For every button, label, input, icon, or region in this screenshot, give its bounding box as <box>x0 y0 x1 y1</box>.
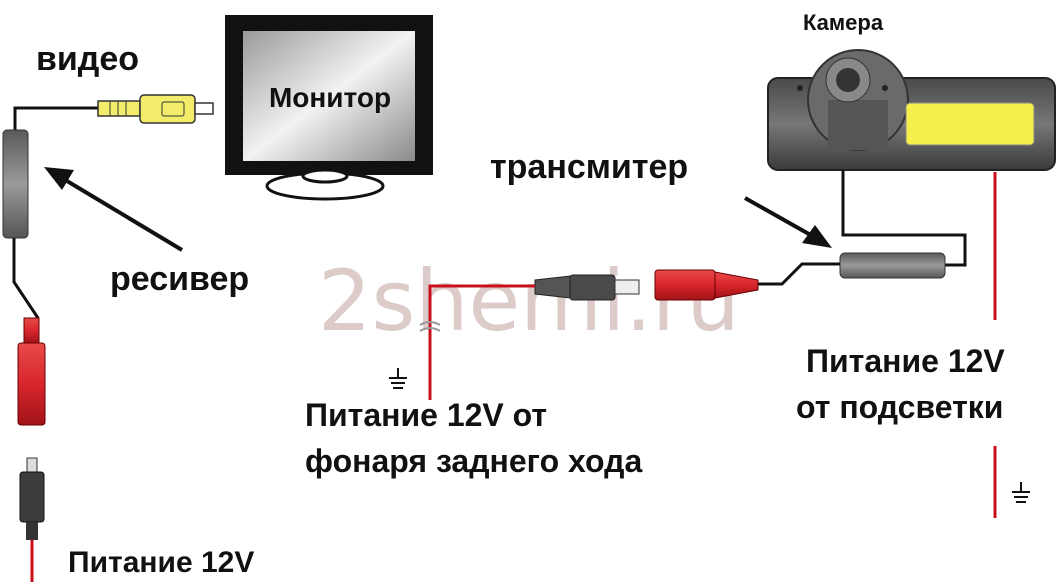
receiver-wire <box>12 238 40 319</box>
watermark: 2shemi.ru <box>318 252 740 350</box>
ground-icon-2 <box>1012 482 1030 503</box>
ground-icon <box>389 368 407 389</box>
power-reverse-line2: фонаря заднего хода <box>305 443 642 479</box>
camera <box>767 49 1056 171</box>
red-female-connector <box>17 317 46 426</box>
power-receiver-label: Питание 12V <box>68 546 254 579</box>
rca-yellow-plug <box>97 94 214 124</box>
video-wire <box>13 106 98 132</box>
transmitter-arrow <box>744 196 817 240</box>
receiver-box <box>2 129 29 239</box>
camera-label: Камера <box>803 10 884 35</box>
reverse-light-power-wire <box>428 284 535 400</box>
transmitter-label: трансмитер <box>490 148 688 186</box>
black-male-plug-2 <box>534 274 640 301</box>
camera-video-wire <box>841 170 967 267</box>
power-backlight-line2: от подсветки <box>796 389 1003 425</box>
video-label: видео <box>36 40 139 78</box>
black-male-plug <box>19 457 45 582</box>
receiver-arrow <box>60 176 184 252</box>
monitor-label: Монитор <box>269 82 391 113</box>
power-reverse-line1: Питание 12V от <box>305 397 547 433</box>
red-female-connector-2 <box>654 269 759 301</box>
receiver-label: ресивер <box>110 260 249 298</box>
transmitter-box <box>839 252 946 279</box>
transmitter-wire <box>758 262 840 286</box>
power-backlight-line1: Питание 12V <box>806 343 1005 379</box>
monitor: Монитор <box>225 15 433 201</box>
